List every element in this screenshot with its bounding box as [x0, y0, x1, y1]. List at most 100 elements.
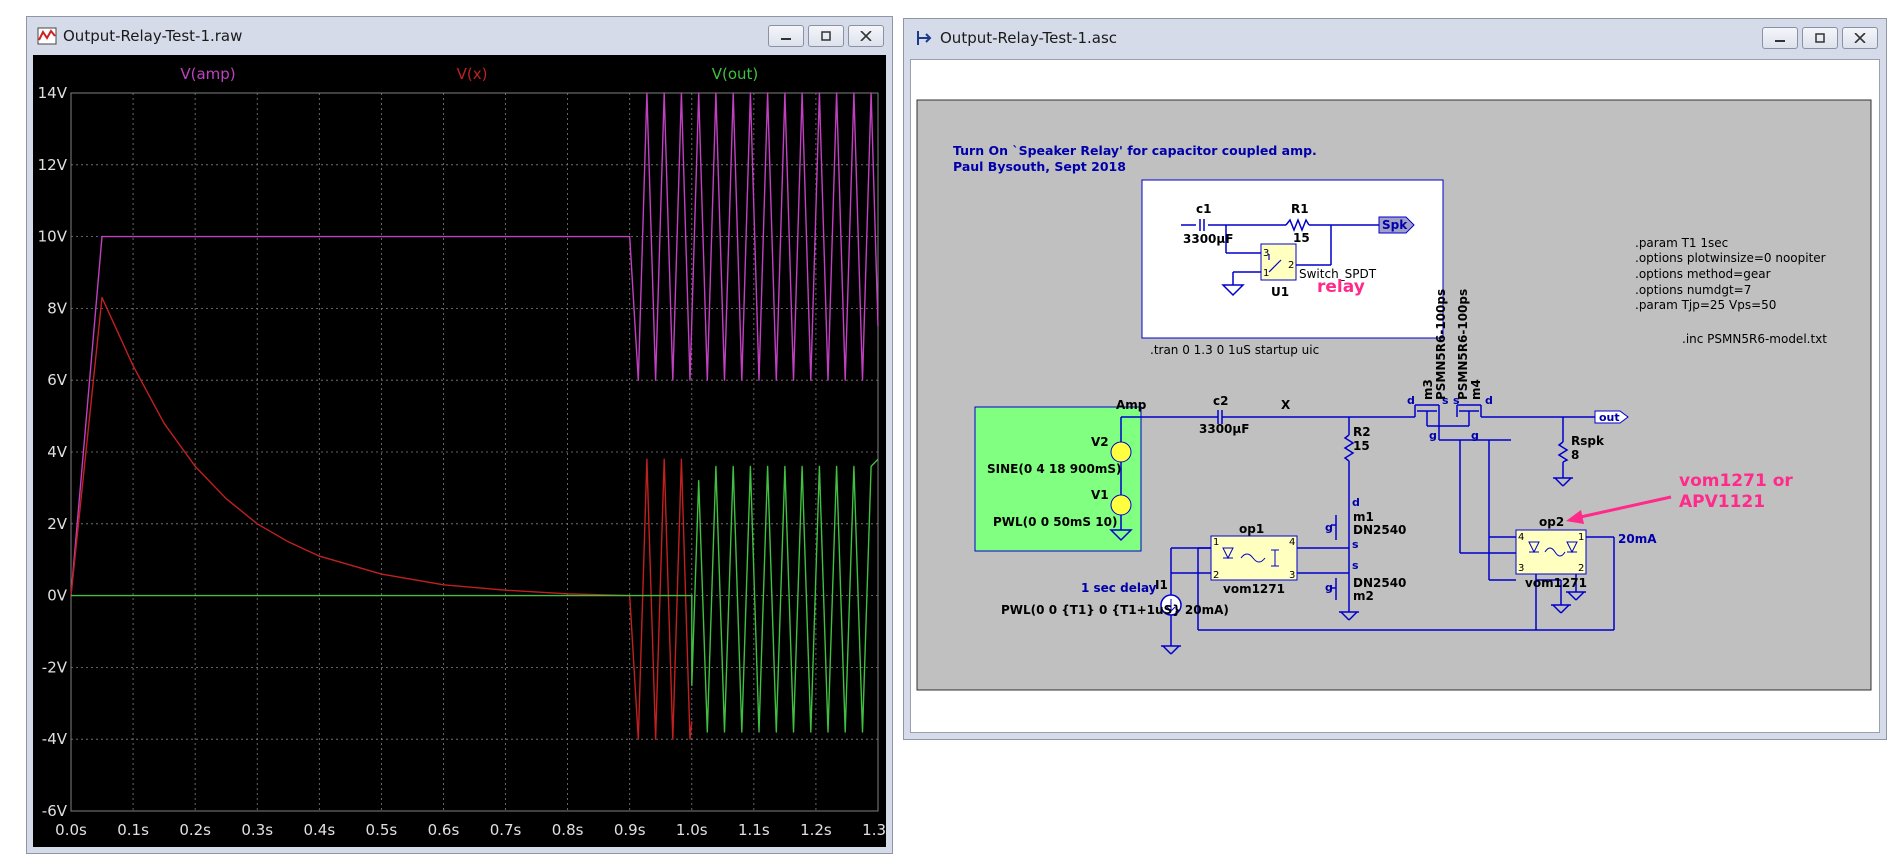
m3-pin-s: s [1442, 394, 1449, 407]
x-tick-label: 1.1s [738, 821, 770, 839]
directive-line: .param T1 1sec [1635, 236, 1728, 250]
rspk-value: 8 [1571, 448, 1579, 462]
waveform-titlebar[interactable]: Output-Relay-Test-1.raw [27, 17, 892, 55]
mosfet-m3-m4 [1414, 404, 1482, 427]
op2-pin3: 3 [1518, 563, 1524, 574]
x-tick-label: 0.8s [552, 821, 584, 839]
y-tick-label: 14V [38, 84, 68, 102]
x-tick-label: 1.2s [800, 821, 832, 839]
y-tick-label: 12V [38, 156, 68, 174]
x-tick-label: 0.7s [490, 821, 522, 839]
schematic-window: Output-Relay-Test-1.asc Turn On `Speaker… [903, 18, 1887, 740]
main-wires [1121, 410, 1628, 655]
optocoupler-op1 [1210, 535, 1298, 581]
y-tick-label: 2V [47, 515, 68, 533]
close-button[interactable] [848, 25, 884, 47]
c1-value: 3300µF [1183, 232, 1233, 246]
r2-label: R2 [1353, 425, 1371, 439]
spk-port-label: Spk [1382, 218, 1408, 232]
m1-pin-d: d [1352, 496, 1360, 509]
minimize-button[interactable] [768, 25, 804, 47]
directive-line: .options plotwinsize=0 noopiter [1635, 251, 1826, 265]
v2-value: SINE(0 4 18 900mS) [987, 462, 1121, 476]
y-tick-label: 10V [38, 228, 68, 246]
m2-label: m2 [1353, 589, 1374, 603]
c2-label: c2 [1213, 394, 1228, 408]
m3-pin-d: d [1407, 394, 1415, 407]
restore-button[interactable] [808, 25, 844, 47]
schematic-app-icon [917, 31, 932, 45]
directive-line: .param Tjp=25 Vps=50 [1635, 298, 1776, 312]
include-directive: .inc PSMN5R6-model.txt [1682, 332, 1827, 346]
source-box [974, 406, 1142, 552]
schematic-header-line1: Turn On `Speaker Relay' for capacitor co… [953, 143, 1317, 158]
restore-icon [821, 31, 831, 41]
m2-pin-s: s [1352, 559, 1359, 572]
legend-vx[interactable]: V(x) [457, 65, 488, 83]
schematic-drawing[interactable]: Turn On `Speaker Relay' for capacitor co… [911, 60, 1879, 732]
close-icon [1854, 33, 1866, 43]
m2-model: DN2540 [1353, 576, 1406, 590]
y-tick-label: 4V [47, 443, 68, 461]
minimize-icon [781, 38, 791, 40]
directive-line: .options method=gear [1635, 267, 1771, 281]
op1-pin3: 3 [1289, 570, 1295, 581]
legend-vout[interactable]: V(out) [712, 65, 759, 83]
annotation-line1: vom1271 or [1679, 471, 1793, 491]
schematic-canvas[interactable]: Turn On `Speaker Relay' for capacitor co… [910, 59, 1880, 733]
schematic-header-line2: Paul Bysouth, Sept 2018 [953, 159, 1126, 174]
minimize-icon [1775, 40, 1785, 42]
m4-pin-g: g [1471, 429, 1479, 442]
directive-line: .options numdgt=7 [1635, 283, 1751, 297]
m3-label: m3 [1421, 379, 1435, 400]
x-tick-label: 0.5s [366, 821, 398, 839]
op2-pin4: 4 [1518, 532, 1524, 543]
y-tick-label: -6V [42, 802, 68, 820]
op1-label: op1 [1239, 522, 1264, 536]
m3-model: PSMN5R6-100ps [1434, 289, 1448, 400]
close-button[interactable] [1842, 27, 1878, 49]
op1-model: vom1271 [1223, 582, 1285, 596]
schematic-titlebar[interactable]: Output-Relay-Test-1.asc [904, 19, 1886, 57]
x-tick-label: 0.6s [428, 821, 460, 839]
op2-model: vom1271 [1525, 576, 1587, 590]
rspk-label: Rspk [1571, 434, 1605, 448]
x-tick-label: 1.3s [862, 821, 886, 839]
restore-button[interactable] [1802, 27, 1838, 49]
minimize-button[interactable] [1762, 27, 1798, 49]
optocoupler-op2 [1489, 529, 1615, 631]
m1-pin-s: s [1352, 538, 1359, 551]
close-icon [860, 31, 872, 41]
op1-pin2: 2 [1213, 570, 1219, 581]
trace-vout [71, 458, 879, 733]
y-tick-label: 6V [47, 371, 68, 389]
legend-vamp[interactable]: V(amp) [180, 65, 235, 83]
x-tick-label: 0.0s [55, 821, 87, 839]
op1-pin4: 4 [1289, 537, 1295, 548]
annotation-arrow [1566, 495, 1672, 524]
m4-label: m4 [1469, 379, 1483, 400]
i1-label: I1 [1155, 578, 1168, 592]
u1-pin1: 1 [1263, 268, 1269, 279]
r1-value: 15 [1293, 231, 1310, 245]
m1-pin-g: g [1325, 521, 1333, 534]
v1-value: PWL(0 0 50mS 10) [993, 515, 1117, 529]
v1-label: V1 [1091, 488, 1109, 502]
op2-label: op2 [1539, 515, 1564, 529]
x-tick-label: 1.0s [676, 821, 708, 839]
m4-pin-d: d [1485, 394, 1493, 407]
spice-directives: .param T1 1sec .options plotwinsize=0 no… [1635, 236, 1826, 312]
trace-vx [70, 296, 693, 740]
y-tick-label: 8V [47, 299, 68, 317]
x-tick-label: 0.9s [614, 821, 646, 839]
y-tick-label: -2V [42, 658, 68, 676]
m1-model: DN2540 [1353, 523, 1406, 537]
u1-pin3: 3 [1263, 248, 1269, 259]
c2-value: 3300µF [1199, 422, 1249, 436]
r1-label: R1 [1291, 202, 1309, 216]
m1-label: m1 [1353, 510, 1374, 524]
v2-label: V2 [1091, 435, 1109, 449]
waveform-window-title: Output-Relay-Test-1.raw [63, 27, 243, 45]
